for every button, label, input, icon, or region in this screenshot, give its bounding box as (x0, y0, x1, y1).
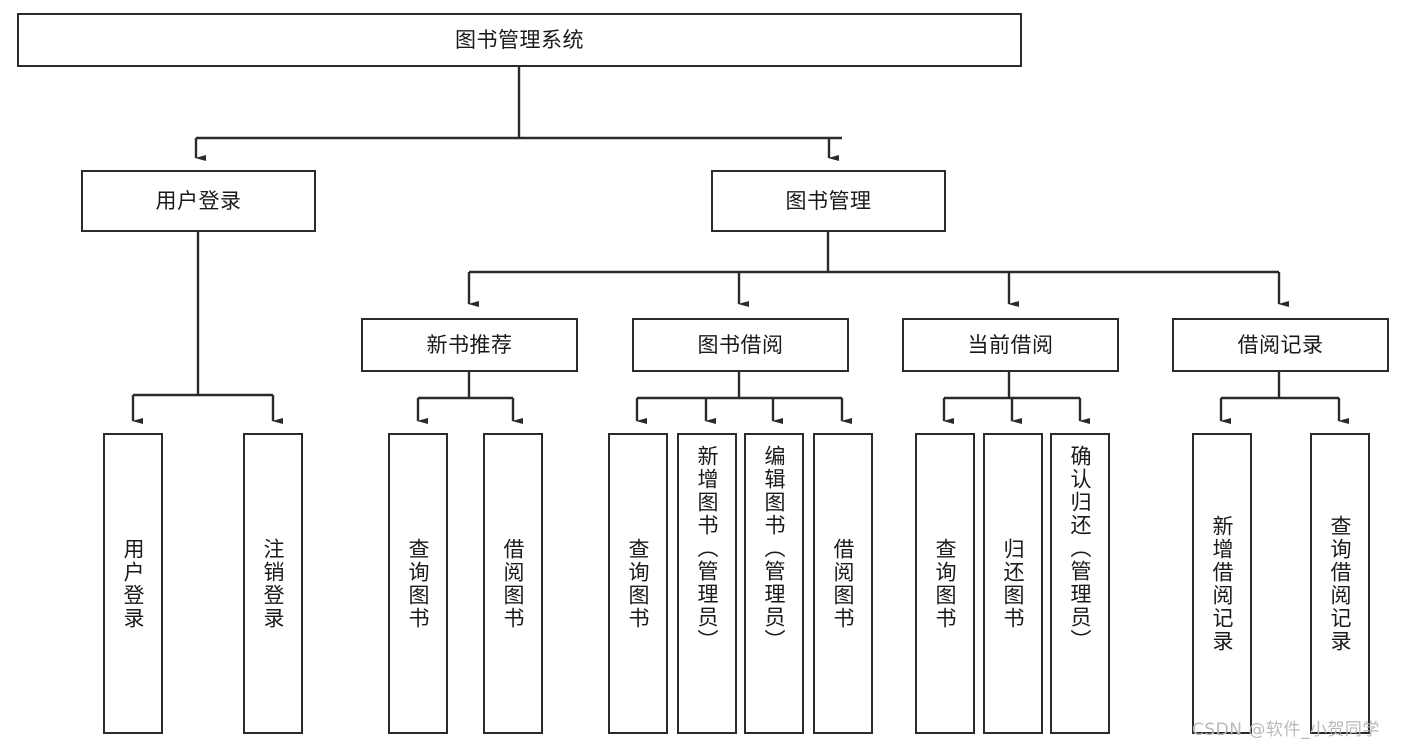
node-label: 图书管理系统 (455, 27, 584, 52)
node-book-management[interactable]: 图书管理 (711, 170, 946, 232)
node-user-login[interactable]: 用户登录 (81, 170, 316, 232)
leaf-borrow-record-query[interactable]: 查询借阅记录 (1310, 433, 1370, 734)
node-label: 查询图书 (626, 537, 651, 630)
leaf-current-borrow-return[interactable]: 归还图书 (983, 433, 1043, 734)
leaf-new-book-query[interactable]: 查询图书 (388, 433, 448, 734)
watermark-text: CSDN @软件_小贺同学 (1192, 720, 1380, 740)
leaf-book-borrow-add[interactable]: 新增图书（管理员） (677, 433, 737, 734)
node-label: 归还图书 (1001, 537, 1026, 630)
leaf-new-book-borrow[interactable]: 借阅图书 (483, 433, 543, 734)
leaf-user-login-logout[interactable]: 注销登录 (243, 433, 303, 734)
node-book-borrow[interactable]: 图书借阅 (632, 318, 849, 372)
node-new-book-recommend[interactable]: 新书推荐 (361, 318, 578, 372)
node-label: 借阅图书 (501, 537, 526, 630)
leaf-borrow-record-add[interactable]: 新增借阅记录 (1192, 433, 1252, 734)
leaf-book-borrow-borrow[interactable]: 借阅图书 (813, 433, 873, 734)
node-label: 确认归还（管理员） (1068, 445, 1093, 652)
leaf-user-login-login[interactable]: 用户登录 (103, 433, 163, 734)
node-label: 编辑图书（管理员） (762, 445, 787, 652)
node-label: 图书管理 (785, 188, 872, 213)
leaf-current-borrow-confirm-return[interactable]: 确认归还（管理员） (1050, 433, 1110, 734)
leaf-book-borrow-query[interactable]: 查询图书 (608, 433, 668, 734)
leaf-current-borrow-query[interactable]: 查询图书 (915, 433, 975, 734)
node-root-system[interactable]: 图书管理系统 (17, 13, 1022, 67)
node-label: 用户登录 (155, 188, 242, 213)
node-label: 借阅记录 (1237, 332, 1324, 357)
node-label: 新书推荐 (426, 332, 513, 357)
node-label: 查询借阅记录 (1328, 514, 1353, 653)
leaf-book-borrow-edit[interactable]: 编辑图书（管理员） (744, 433, 804, 734)
node-label: 借阅图书 (831, 537, 856, 630)
node-label: 查询图书 (933, 537, 958, 630)
node-borrow-record[interactable]: 借阅记录 (1172, 318, 1389, 372)
node-current-borrow[interactable]: 当前借阅 (902, 318, 1119, 372)
node-label: 新增借阅记录 (1210, 514, 1235, 653)
node-label: 新增图书（管理员） (695, 445, 720, 652)
node-label: 用户登录 (121, 537, 146, 630)
node-label: 图书借阅 (697, 332, 784, 357)
node-label: 查询图书 (406, 537, 431, 630)
node-label: 当前借阅 (967, 332, 1054, 357)
node-label: 注销登录 (261, 537, 286, 630)
